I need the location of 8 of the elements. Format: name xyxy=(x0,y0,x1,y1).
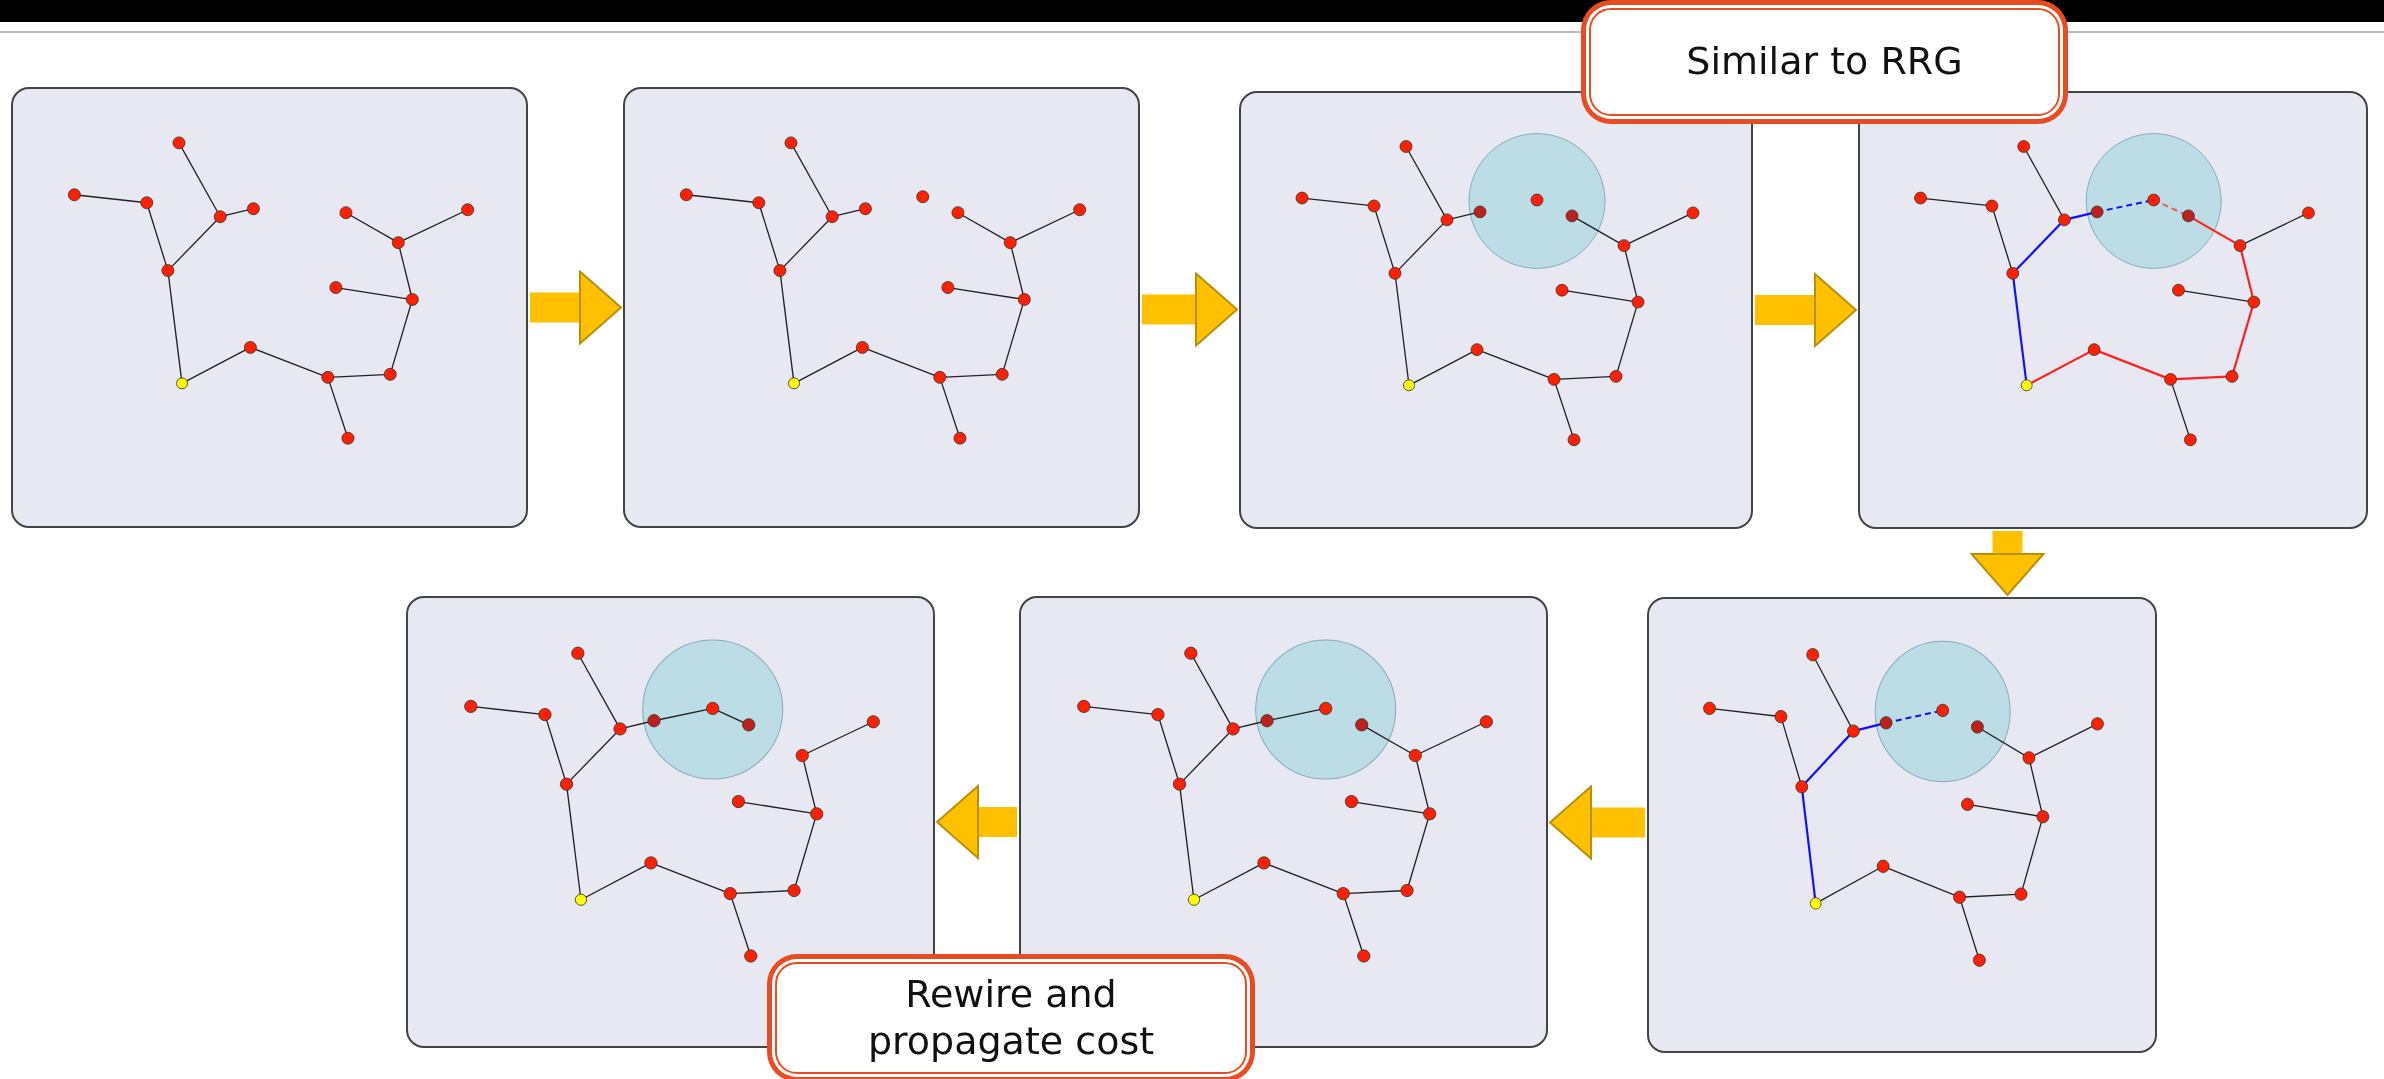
block-arrow xyxy=(936,785,1017,859)
callout-text: Rewire and propagate cost xyxy=(866,970,1156,1065)
block-arrow xyxy=(1755,273,1857,347)
callout-text: Similar to RRG xyxy=(1686,38,1963,86)
block-arrow xyxy=(1549,785,1645,860)
block-arrow xyxy=(1970,531,2045,596)
block-arrow xyxy=(1142,272,1238,347)
block-arrow xyxy=(530,270,622,345)
